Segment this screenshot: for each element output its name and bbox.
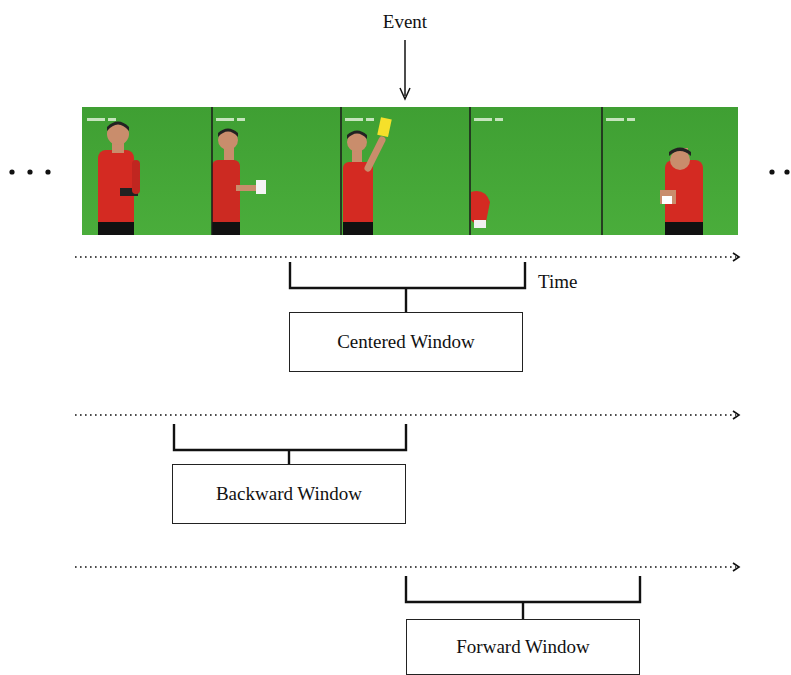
event-label: Event (381, 11, 429, 33)
window-box: Centered Window (289, 312, 523, 372)
window-box: Backward Window (172, 464, 406, 524)
axis-label: Time (536, 271, 579, 293)
window-label: Backward Window (216, 483, 362, 505)
window-label: Centered Window (337, 331, 475, 353)
film-strip (82, 107, 738, 235)
event-arrow (404, 40, 406, 96)
window-box: Forward Window (406, 619, 640, 675)
event-arrowhead (400, 88, 410, 99)
window-label: Forward Window (456, 636, 589, 658)
window-brackets (174, 262, 640, 619)
timelines (75, 253, 739, 571)
